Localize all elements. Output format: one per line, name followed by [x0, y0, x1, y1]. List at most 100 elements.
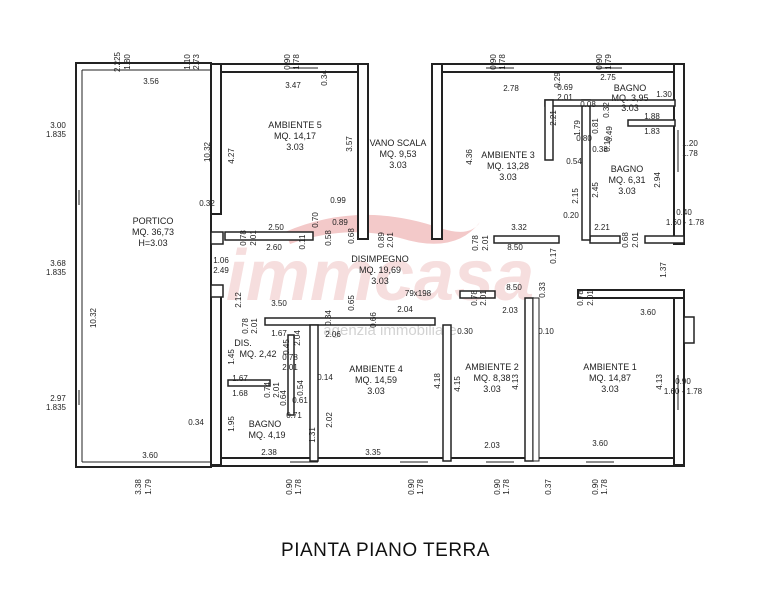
dimension-d-167b: 1.67 [232, 374, 248, 383]
dimension-d-160-178a: 1.60 - 1.78 [666, 218, 705, 227]
dimension-d-167a: 1.67 [271, 329, 287, 338]
dimension-d-074: 0.74 [263, 382, 272, 398]
dimension-d-368: 3.68 [50, 259, 66, 268]
dimension-d-357: 3.57 [345, 136, 354, 152]
dimension-d-131: 1.31 [308, 427, 317, 443]
dimension-d-120: 1.20 [682, 139, 698, 148]
dimension-d-038: 0.38 [592, 145, 608, 154]
dimension-d-011: 0.11 [298, 234, 307, 250]
dimension-d-137: 1.37 [659, 262, 668, 278]
dimension-d-195: 1.95 [227, 416, 236, 432]
dimension-d-204a: 2.04 [397, 305, 413, 314]
wall-right-outer [673, 63, 685, 245]
dimension-d-1835a: 1.835 [46, 130, 67, 139]
dimension-d-418: 4.18 [433, 373, 442, 389]
dimension-d-201g: 2.01 [586, 290, 595, 306]
dimension-d-090b4: 0.90 [591, 479, 600, 495]
dimension-d-032b: 0.32 [199, 199, 215, 208]
dimension-d-188: 1.88 [644, 112, 660, 121]
dimension-d-201e: 2.01 [631, 232, 640, 248]
dimension-d-221: 2.21 [549, 110, 558, 126]
dimension-d-347: 3.47 [285, 81, 301, 90]
dimension-d-099: 0.99 [330, 196, 346, 205]
dimension-d-201j: 2.01 [272, 382, 281, 398]
dimension-d-273: 2.73 [192, 54, 201, 70]
dimension-d-168: 1.68 [232, 389, 248, 398]
wall-left-a5 [210, 63, 222, 215]
dimension-d-090b3: 0.90 [493, 479, 502, 495]
dimension-d-110: 1.10 [183, 54, 192, 70]
wall-a5-bottom [224, 231, 314, 241]
dimension-d-294: 2.94 [653, 172, 662, 188]
dimension-d-2225: 2.225 [113, 51, 122, 72]
dimension-d-014: 0.14 [317, 373, 333, 382]
dimension-d-178t1: 1.78 [292, 54, 301, 70]
dimension-d-332: 3.32 [511, 223, 527, 232]
dimension-d-201f: 2.01 [479, 290, 488, 306]
dimension-d-249: 2.49 [213, 266, 229, 275]
dimension-d-201d: 2.01 [481, 235, 490, 251]
dimension-d-1032a: 10.32 [203, 141, 212, 162]
dimension-d-350: 3.50 [271, 299, 287, 308]
dimension-d-034c: 0.34 [188, 418, 204, 427]
wall-a4-top [264, 317, 436, 326]
dimension-d-178b3: 1.78 [502, 479, 511, 495]
dimension-d-436: 4.36 [465, 149, 474, 165]
dimension-d-070: 0.70 [311, 212, 320, 228]
dimension-d-427: 4.27 [227, 148, 236, 164]
wall-bottom-top-right [577, 289, 685, 299]
dimension-d-179b: 1.79 [144, 479, 153, 495]
wall-bagno-bottom [589, 235, 621, 244]
dimension-d-090t3: 0.90 [595, 54, 604, 70]
dimension-d-850b: 8.50 [506, 283, 522, 292]
watermark-tagline: agenzia immobiliare [323, 322, 456, 339]
dimension-d-034b: 0.34 [324, 310, 333, 326]
dimension-d-078d: 0.78 [576, 290, 585, 306]
dimension-d-054: 0.54 [566, 157, 582, 166]
wall-a2-right [524, 297, 534, 462]
dimension-d-058: 0.58 [324, 230, 333, 246]
dimension-d-090r: 0.90 [675, 377, 691, 386]
dimension-d-203: 2.03 [502, 306, 518, 315]
wall-a1-left [532, 297, 540, 462]
dimension-d-201c: 2.01 [386, 232, 395, 248]
wall-bagno-inner [287, 334, 295, 416]
wall-bagno-top [227, 379, 271, 387]
dimension-d-089a: 0.89 [332, 218, 348, 227]
dimension-d-204b: 2.04 [293, 330, 302, 346]
dimension-d-413b: 4.13 [655, 374, 664, 390]
dimension-d-201a: 2.01 [557, 93, 573, 102]
dimension-d-080: 0.80 [576, 134, 592, 143]
watermark-brand: immcasa [226, 236, 534, 316]
wall-bagno-right-top [627, 119, 676, 127]
dimension-d-130: 1.30 [656, 90, 672, 99]
dimension-d-078a: 0.78 [239, 230, 248, 246]
pillar-left-2 [210, 284, 224, 298]
dimension-d-064: 0.64 [279, 390, 288, 406]
bay-window-right [683, 316, 695, 344]
dimension-d-201b: 2.01 [249, 230, 258, 246]
dimension-d-178b1: 1.78 [294, 479, 303, 495]
dimension-d-297: 2.97 [50, 394, 66, 403]
dimension-d-178b4: 1.78 [600, 479, 609, 495]
dimension-d-178r1: 1.78 [682, 149, 698, 158]
dimension-d-068b: 0.68 [621, 232, 630, 248]
wall-a3-bagno [581, 99, 591, 241]
portico-outline [75, 62, 212, 468]
dimension-d-032: 0.32 [602, 102, 611, 118]
wall-bottom-top-mid [459, 290, 496, 299]
dimension-d-201h: 2.01 [250, 318, 259, 334]
dimension-d-179t: 1.79 [604, 54, 613, 70]
dimension-d-183: 1.83 [644, 127, 660, 136]
dimension-d-061: 0.61 [292, 396, 308, 405]
dimension-d-078f: 0.78 [282, 353, 298, 362]
wall-a3-inner [544, 99, 554, 161]
wall-dis-right [309, 324, 319, 462]
